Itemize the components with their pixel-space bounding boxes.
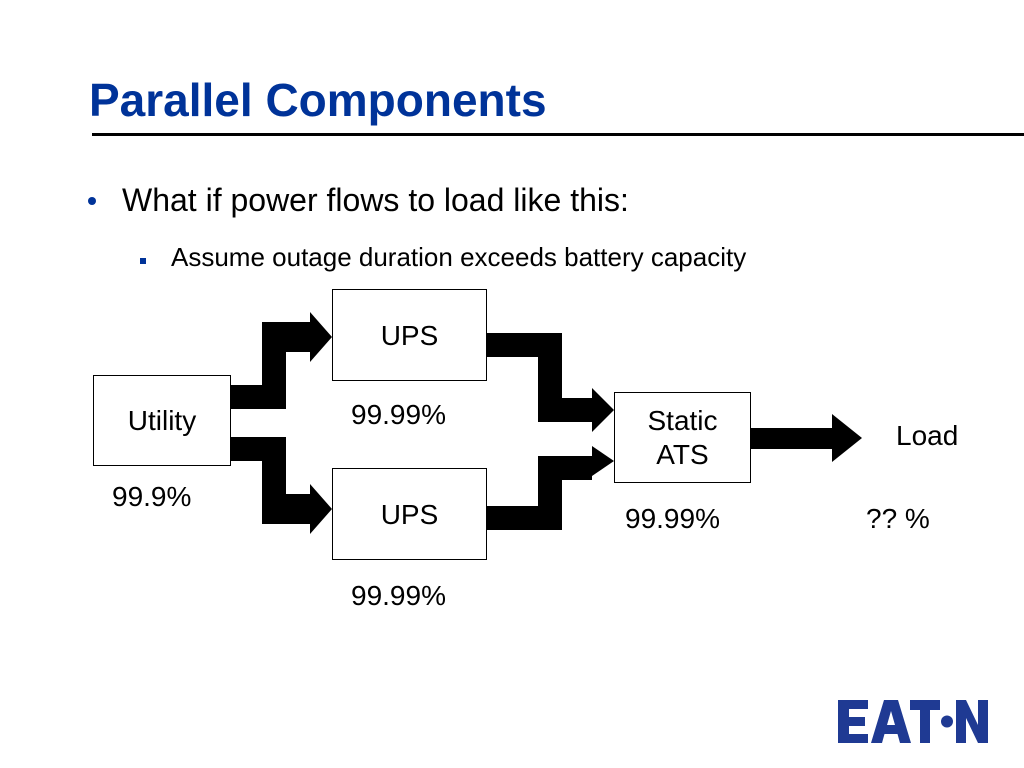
square-bullet-icon	[140, 258, 146, 265]
arrow-ats-to-load	[751, 414, 862, 462]
arrow-ups-top-to-ats	[487, 333, 614, 432]
ats-availability: 99.99%	[625, 503, 720, 534]
ups-bottom-box: UPS	[332, 468, 487, 560]
eaton-logo	[838, 700, 988, 743]
ats-label-line1: Static	[647, 404, 718, 436]
arrow-utility-to-ups-bottom	[231, 437, 332, 534]
load-availability: ?? %	[866, 503, 930, 534]
round-bullet-icon	[88, 196, 96, 205]
bullet-level-1: What if power flows to load like this:	[88, 180, 629, 220]
arrow-utility-to-ups-top	[231, 312, 332, 409]
load-label: Load	[896, 420, 959, 451]
ups-top-label: UPS	[380, 320, 439, 351]
ups-top-box: UPS	[332, 289, 487, 381]
bullet-level-2-text: Assume outage duration exceeds battery c…	[171, 242, 747, 272]
arrow-ups-bottom-to-ats	[487, 446, 614, 530]
utility-label: Utility	[127, 404, 197, 436]
utility-availability: 99.9%	[112, 481, 192, 512]
ats-label-line2: ATS	[656, 438, 709, 470]
ups-top-availability: 99.99%	[351, 399, 446, 430]
bullet-level-2: Assume outage duration exceeds battery c…	[140, 240, 746, 274]
bullet-level-1-text: What if power flows to load like this:	[122, 182, 629, 218]
ups-bottom-availability: 99.99%	[351, 580, 446, 611]
slide-title: Parallel Components	[89, 74, 547, 126]
utility-box: Utility	[93, 375, 231, 466]
static-ats-box: Static ATS	[614, 392, 751, 483]
title-underline	[92, 133, 1024, 136]
ups-bottom-label: UPS	[380, 499, 439, 530]
